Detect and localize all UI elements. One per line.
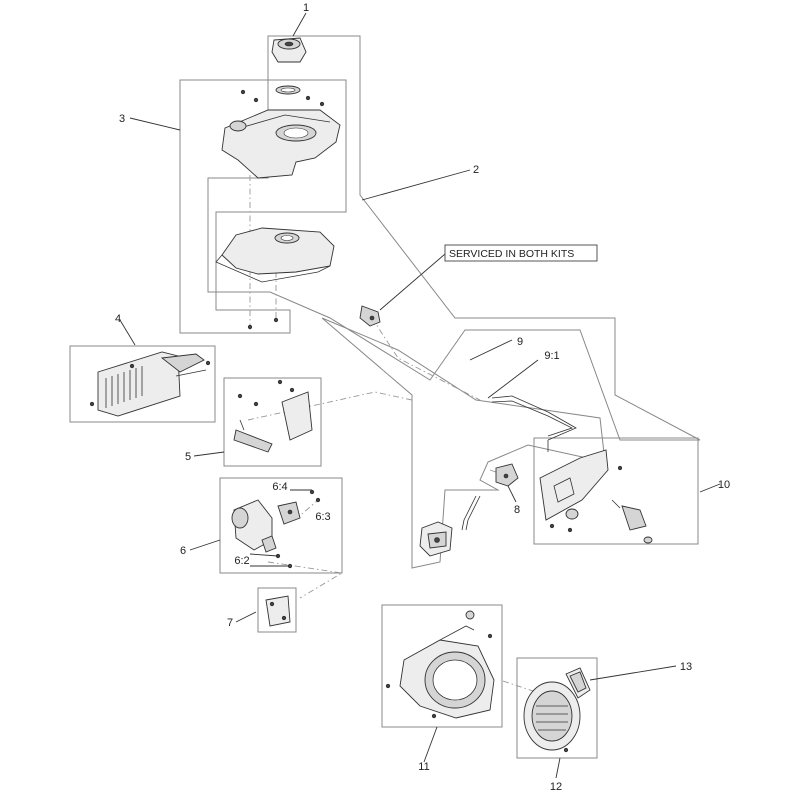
callout-10: 10 (718, 479, 730, 491)
assembly-box-5 (223, 377, 322, 467)
fuel-cap-part (271, 37, 307, 63)
recoil-starter-part (523, 681, 581, 753)
assembly-box-2 (207, 35, 701, 441)
starter-motor-part (231, 489, 321, 569)
callout-6-4: 6:4 (272, 481, 287, 493)
control-bracket-part (539, 449, 653, 544)
assembly-box-4 (69, 345, 216, 423)
assembly-box-7 (257, 587, 297, 633)
note-text: SERVICED IN BOTH KITS (449, 248, 574, 260)
assembly-box-9 (321, 317, 606, 569)
callout-6-2: 6:2 (234, 555, 249, 567)
callout-13: 13 (680, 661, 692, 673)
callout-2: 2 (473, 164, 479, 176)
blower-housing-part (385, 610, 495, 719)
serviced-both-kits-note: SERVICED IN BOTH KITS (444, 244, 598, 262)
fuel-pump-part (495, 463, 519, 487)
bracket-part (233, 379, 313, 453)
assembly-box-11 (381, 604, 503, 728)
callout-9: 9 (517, 336, 523, 348)
assembly-box-6 (219, 477, 343, 574)
carburetor-part (419, 521, 453, 557)
callout-9-1: 9:1 (544, 350, 559, 362)
mounting-plate-part (265, 595, 291, 627)
callout-5: 5 (185, 451, 191, 463)
fuel-tank-part (215, 227, 335, 330)
fuel-valve-part (359, 305, 381, 327)
assembly-box-10 (533, 437, 699, 545)
starter-handle-part (565, 667, 591, 699)
callout-6: 6 (180, 545, 186, 557)
callout-labels: 1 3 2 4 9 9:1 5 6:4 6:3 6 6:2 7 8 10 11 … (115, 2, 730, 793)
assembly-box-3 (179, 79, 347, 334)
assembly-box-12 (516, 657, 598, 759)
callout-7: 7 (227, 617, 233, 629)
fuel-line-part (461, 395, 577, 531)
fuel-tank-shroud-part (221, 85, 341, 179)
callout-11: 11 (418, 761, 429, 773)
callout-4: 4 (115, 313, 121, 325)
callout-12: 12 (550, 781, 562, 793)
callout-leaders (119, 12, 721, 779)
callout-3: 3 (119, 113, 125, 125)
callout-1: 1 (303, 2, 309, 14)
muffler-guard-part (89, 351, 211, 417)
callout-6-3: 6:3 (315, 511, 330, 523)
callout-8: 8 (514, 504, 520, 516)
